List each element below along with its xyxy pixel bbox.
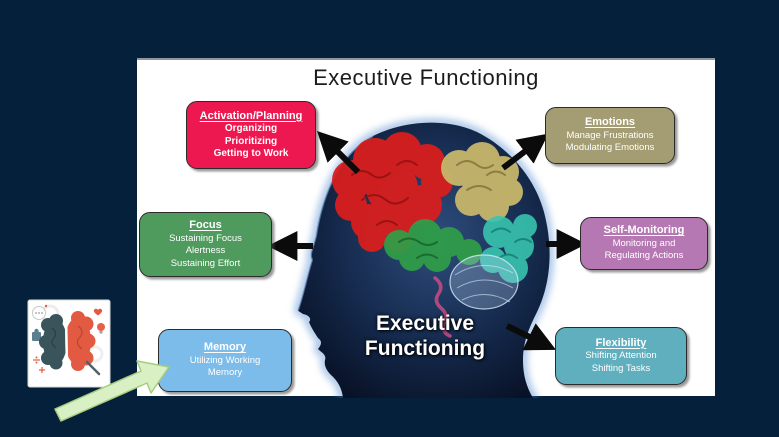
center-overlay-label: Executive Functioning [305,311,545,361]
box-line: Manage Frustrations [566,129,654,141]
box-line: Getting to Work [213,148,289,159]
speech-bubble-icon [32,306,46,320]
box-memory: Memory Utilizing Working Memory [158,329,292,392]
occipital-lobe-folds [491,227,532,259]
temporal-lobe-folds [398,237,438,259]
heart-icon [93,308,103,316]
box-line: Shifting Attention [585,350,657,362]
box-title: Flexibility [595,336,647,349]
box-flexibility: Flexibility Shifting Attention Shifting … [555,327,687,385]
box-activation-planning: Activation/Planning Organizing Prioritiz… [186,101,316,169]
box-title: Emotions [584,116,636,129]
box-line: Monitoring and [612,237,676,249]
math-symbols-icon [33,356,45,373]
box-line: Alertness [185,245,226,256]
brain-hemispheres-thumbnail [27,299,111,388]
cerebellum-wireframe [449,254,519,310]
parietal-lobe-folds [456,160,506,191]
box-line: Regulating Actions [604,250,684,262]
temporal-lobe-green [384,219,482,272]
box-line: Modulating Emotions [565,142,655,154]
box-line: Sustaining Focus [169,232,242,244]
pencil-icon [85,360,101,376]
connector-arrows [267,130,587,351]
dot-decoration [44,304,48,308]
box-self-monitoring: Self-Monitoring Monitoring and Regulatin… [580,217,708,270]
puzzle-piece-icon [32,328,41,341]
parietal-lobe-khaki [441,142,523,222]
lightbulb-icon [97,323,105,334]
hemisphere-gap [64,315,69,369]
green-pointer-arrow [54,360,170,422]
arrow-to-activation [316,130,361,175]
center-label-line2: Functioning [364,337,486,360]
head-brain-illustration [267,119,587,398]
left-hemisphere [39,314,67,370]
box-line: Prioritizing [224,135,278,147]
brainstem-magenta [433,276,452,338]
left-hemisphere-fold [51,327,57,349]
right-hemisphere-fold [76,325,83,350]
callout-overlay [27,299,170,422]
box-line: Utilizing Working [189,354,261,366]
frontal-lobe-red [332,132,453,253]
center-label-line1: Executive [375,312,475,335]
box-title: Activation/Planning [199,109,303,122]
arrow-to-emotions [501,133,549,171]
box-title: Memory [203,341,247,354]
arrow-to-flexibility [505,323,557,351]
box-title: Focus [189,219,222,231]
box-line: Organizing [224,123,278,134]
slide-title: Executive Functioning [313,65,539,90]
box-line: Sustaining Effort [170,257,241,269]
box-line: Memory [207,367,243,379]
box-emotions: Emotions Manage Frustrations Modulating … [545,107,675,164]
slide-panel: Executive Functioning Executive Function… [137,58,715,398]
box-focus: Focus Sustaining Focus Alertness Sustain… [139,212,272,277]
box-line: Shifting Tasks [591,362,651,374]
box-title: Self-Monitoring [603,224,685,237]
